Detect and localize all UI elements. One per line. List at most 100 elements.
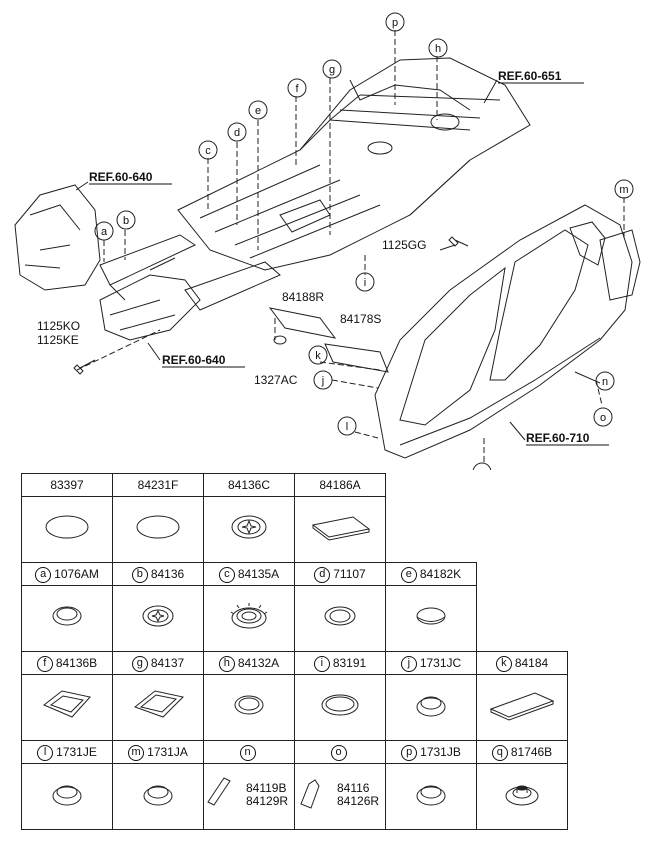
leader-lines — [76, 30, 625, 462]
callout-letter: g — [131, 655, 148, 672]
ref-60-651: REF.60-651 — [498, 69, 562, 83]
part-code: 1731JB — [420, 745, 461, 759]
part-code: 84136 — [150, 567, 185, 581]
label-1125ko: 1125KO — [37, 319, 80, 333]
part-code: 1076AM — [54, 567, 99, 581]
callout-letter: a — [35, 566, 52, 583]
oval-plug-icon — [45, 515, 89, 539]
part-code: 84182K — [419, 567, 462, 581]
star-grommet-icon — [142, 605, 174, 627]
ref-60-640-bottom: REF.60-640 — [162, 353, 226, 367]
callout-o: o — [600, 412, 606, 424]
label-84188r: 84188R — [282, 290, 324, 304]
callout-letter: b — [131, 566, 148, 583]
solid-leaders — [75, 79, 601, 441]
callout-letter: k — [495, 655, 512, 672]
side-body-drawing — [374, 204, 641, 459]
ref-60-710: REF.60-710 — [526, 431, 590, 445]
part-code: 84132A — [237, 656, 280, 670]
callout-letter: n — [239, 744, 256, 761]
table-row: 83397 84231F 84136C 84186A — [21, 473, 568, 563]
callout-d: d — [234, 127, 240, 139]
callout-m: m — [619, 184, 628, 196]
ref-60-640-top: REF.60-640 — [89, 170, 153, 184]
callout-letter: i — [313, 655, 330, 672]
part-code: 1731JA — [147, 745, 188, 759]
part-code: 84137 — [150, 656, 185, 670]
rectangular-grommet-icon — [43, 690, 91, 718]
part-code: 84184 — [514, 656, 549, 670]
callout-j: j — [321, 375, 324, 387]
label-1327ac: 1327AC — [254, 373, 298, 387]
label-1125ke: 1125KE — [37, 333, 79, 347]
label-1125gg: 1125GG — [382, 238, 426, 252]
callout-letter: f — [36, 655, 53, 672]
callout-letter: p — [401, 744, 418, 761]
callout-c: c — [205, 145, 211, 157]
callout-e: e — [255, 105, 261, 117]
cap-plug-icon — [416, 785, 446, 806]
part-code: 71107 — [333, 567, 366, 581]
cap-plug-icon — [416, 696, 446, 717]
oval-plug-icon — [136, 515, 180, 539]
part-code: 83191 — [332, 656, 367, 670]
part-code: 1731JE — [56, 745, 97, 759]
callout-letter: h — [218, 655, 235, 672]
large-ring-grommet-icon — [321, 694, 359, 716]
part-code: 84231F — [113, 474, 203, 497]
strip-pad-icon — [207, 777, 231, 806]
label-84178s: 84178S — [340, 312, 381, 326]
cap-plug-icon — [52, 606, 82, 626]
callout-b: b — [123, 215, 129, 227]
front-right-rail-drawing — [99, 261, 281, 341]
cap-plug-icon — [52, 785, 82, 806]
part-code: 84186A — [295, 474, 385, 497]
part-code-sub: 84129R — [246, 794, 289, 808]
ring-grommet-icon — [324, 606, 356, 626]
callout-letter: q — [491, 744, 508, 761]
flat-plug-icon — [416, 607, 446, 625]
pad-icon — [311, 516, 371, 541]
callout-g: g — [329, 64, 335, 76]
callout-letter: j — [400, 655, 417, 672]
callout-n: n — [602, 376, 608, 388]
callout-f: f — [295, 83, 299, 95]
callout-a: a — [101, 226, 108, 238]
pad-icon — [489, 692, 555, 721]
callout-letter: e — [400, 566, 417, 583]
gear-grommet-icon — [230, 603, 268, 629]
ring-grommet-icon — [234, 695, 264, 715]
callout-q: q — [479, 467, 485, 470]
cap-plug-icon — [143, 785, 173, 806]
exploded-parts-diagram: p h g f e d c b a m i k j n o l q REF.60… — [14, 12, 641, 470]
callout-i: i — [364, 277, 366, 289]
callout-letter: l — [37, 744, 54, 761]
star-grommet-icon — [231, 515, 267, 539]
part-code: 81746B — [510, 745, 553, 759]
nut-grommet-icon — [505, 785, 539, 806]
front-left-rail-drawing — [14, 184, 197, 301]
callout-k: k — [315, 350, 321, 362]
part-code: 1731JC — [419, 656, 462, 670]
callout-letter: o — [330, 744, 347, 761]
part-code-sub: 84126R — [337, 794, 380, 808]
part-code: 84135A — [237, 567, 280, 581]
callout-letter: d — [314, 566, 331, 583]
floor-pan-drawing — [177, 57, 531, 271]
part-code-sub: 84116 — [337, 781, 370, 795]
part-code-sub: 84119B — [246, 781, 287, 795]
callout-h: h — [435, 43, 441, 55]
bolt-drawings — [73, 236, 469, 375]
callout-letter: c — [218, 566, 235, 583]
part-code: 84136B — [55, 656, 98, 670]
rectangular-grommet-icon — [133, 690, 185, 718]
angled-pad-icon — [300, 779, 320, 809]
callout-circles — [94, 12, 634, 470]
callout-l: l — [346, 421, 348, 433]
part-code: 84136C — [204, 474, 294, 497]
callout-p: p — [392, 17, 398, 29]
